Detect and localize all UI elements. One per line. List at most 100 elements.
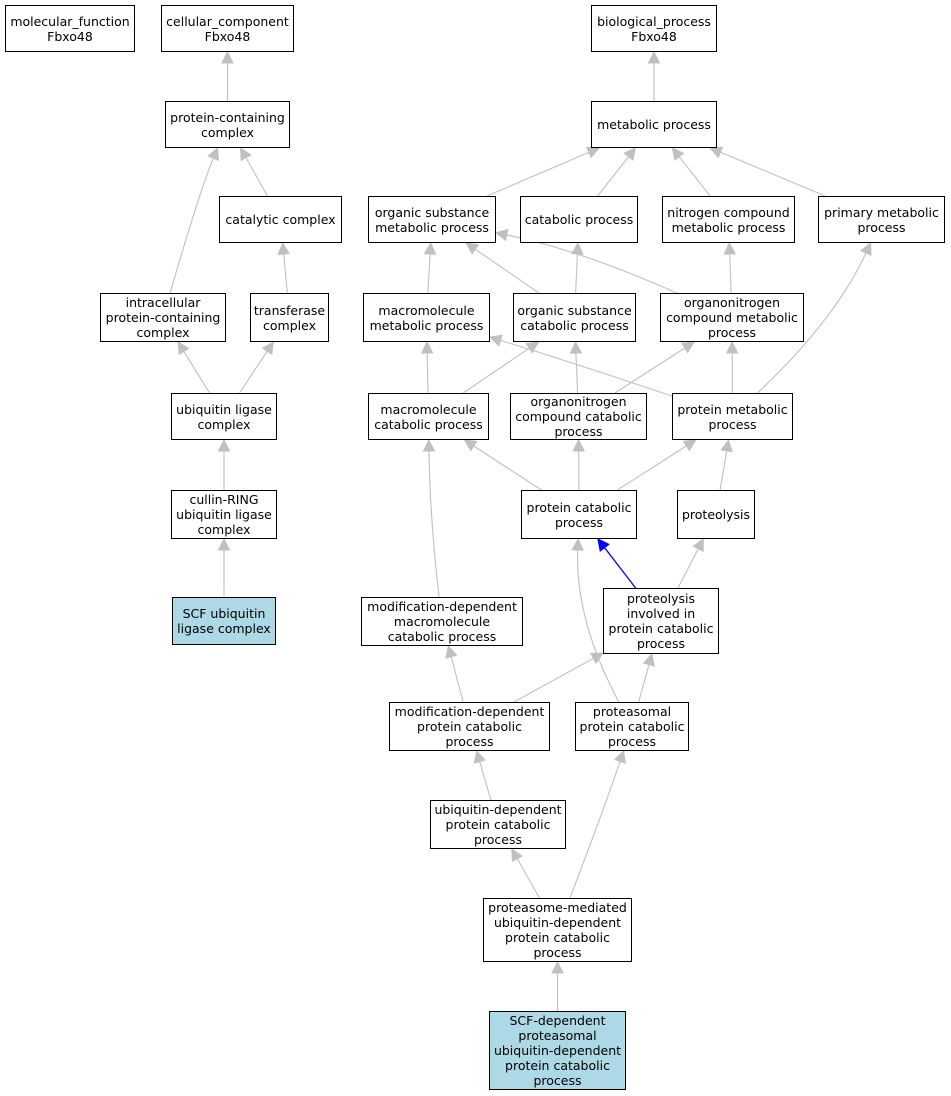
node-label-line: process [708,416,757,432]
arrowhead-mcp-to-mmp [420,340,434,354]
node-label-line: nitrogen compound [667,204,790,220]
node-label-line: metabolic process [375,219,489,235]
node-label-line: SCF-dependent [509,1013,606,1028]
node-label-line: molecular_function [10,13,130,29]
node-label-line: protein catabolic [526,499,632,515]
node-label-line: process [554,424,603,439]
node-label-line: compound catabolic [515,409,642,424]
arrowhead-scfdep-to-pmudpcp [551,960,564,974]
node-label-line: protein-containing [105,310,221,325]
go-term-node-catalytic-complex[interactable]: catalytic complex [219,196,342,243]
arrowhead-mdmcp-to-mcp [422,438,436,452]
node-label-line: process [636,636,686,651]
edge-layer [169,50,872,1011]
arrowhead-ocmp-to-ncm [723,241,737,255]
node-label-line: ubiquitin-dependent [434,802,562,817]
node-label-line: complex [197,522,251,537]
arrowhead-ocmp-to-osm [494,228,509,242]
edge-ocmp-to-osm [506,234,678,294]
edge-pcp-to-protmp [617,445,687,491]
arrowhead-occp-to-ocmp [680,341,695,354]
edge-protmp-to-pmp [757,252,867,394]
arrowhead-udpcp-to-mdpcp [473,749,486,764]
node-label-line: organonitrogen [683,295,781,310]
arrowhead-protmp-to-mmp [488,334,503,347]
arrowhead-crl-to-ulc [217,438,231,452]
arrowhead-ulc-to-ipcc [177,341,190,356]
edge-ocmp-to-ncm [729,253,732,294]
node-label-line: ubiquitin-dependent [493,915,622,930]
edge-udpcp-to-mdpcp [479,761,492,801]
edge-ncm-to-metab [678,156,711,197]
edge-mdpcp-to-pipcp [513,657,594,703]
go-term-node-proteolysis[interactable]: proteolysis [677,490,755,539]
node-label-line: metabolic process [369,317,484,333]
node-label-line: cellular_component [166,13,289,29]
edge-mdmcp-to-mcp [428,450,440,598]
edge-mcp-to-mmp [426,352,429,394]
node-label-line: proteasomal [518,1028,597,1043]
node-label-line: biological_process [597,13,711,29]
edge-proteo-to-protmp [719,450,728,491]
node-label-line: protein catabolic [505,1058,610,1073]
node-label-line: compound metabolic [666,310,798,325]
arrowhead-pcc-to-cc [221,50,234,64]
edge-catab-to-metab [597,156,630,197]
node-label-line: process [533,945,582,960]
edge-pipcp-to-proteo [677,548,699,589]
node-label-line: process [857,219,906,235]
edge-pipcp-to-pcp [604,547,637,589]
node-label-line: Fbxo48 [47,28,93,44]
arrowhead-protmp-to-pmp [860,241,872,257]
arrowhead-mcp-to-oscp [525,341,540,354]
node-label-line: intracellular [125,295,201,310]
node-label-line: protein catabolic [505,930,610,945]
arrowhead-tcx-to-catcx [277,241,290,256]
arrowhead-proteo-to-protmp [720,438,733,453]
arrowhead-pipcp-to-pcp [597,538,610,552]
node-label-line: modification-dependent [367,599,517,614]
node-label-line: macromolecule [378,302,475,318]
edge-catcx-to-pcc [245,157,268,197]
arrowhead-occp-to-oscp [569,340,583,354]
node-label-line: organic substance [517,302,632,318]
node-label-line: involved in [626,606,696,621]
edge-pmudpcp-to-udpcp [516,858,540,899]
edge-tcx-to-catcx [283,253,288,294]
arrowhead-pmp-to-metab [709,146,724,159]
node-label-line: organic substance [374,204,490,220]
edge-pmp-to-metab [720,151,826,197]
go-term-node-metabolic-process[interactable]: metabolic process [591,101,717,148]
node-label-line: metabolic process [597,117,711,132]
go-term-node-catabolic-process[interactable]: catabolic process [520,196,638,243]
edge-occp-to-oscp [575,352,579,394]
node-label-line: complex [263,317,316,333]
arrowhead-oscp-to-osm [465,242,480,255]
